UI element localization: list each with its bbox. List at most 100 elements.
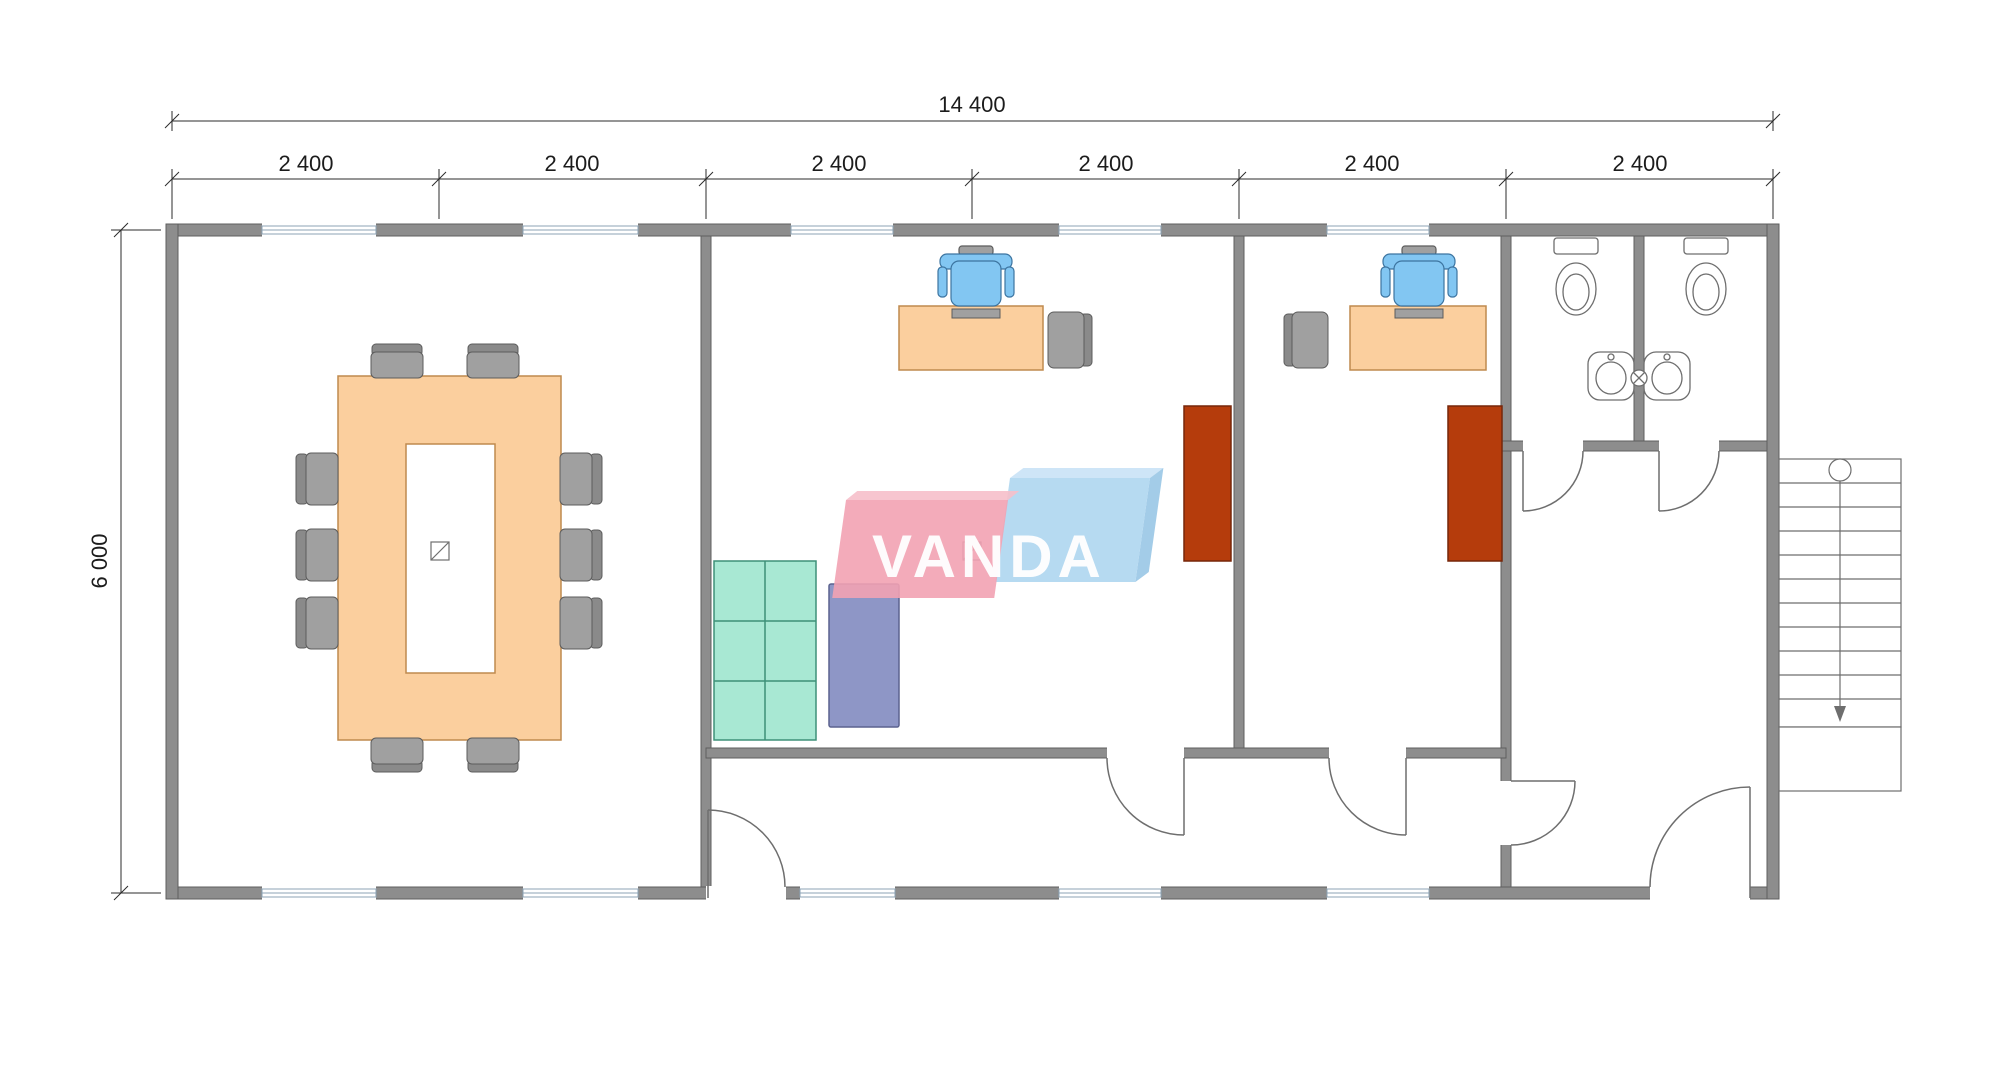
watermark-text: VANDA bbox=[872, 523, 1106, 590]
guest-chair bbox=[1283, 311, 1329, 369]
wall-exterior-top bbox=[165, 223, 1780, 237]
door-office2 bbox=[1328, 757, 1407, 836]
door-entrance bbox=[707, 809, 786, 898]
conference-chair bbox=[466, 343, 520, 379]
toilet bbox=[1553, 237, 1599, 316]
dim-tick bbox=[1765, 171, 1781, 187]
valve-symbol bbox=[1630, 369, 1648, 387]
watermark-pink-block bbox=[832, 491, 1020, 598]
office-chair-seat bbox=[1393, 260, 1445, 307]
watermark-blue-top bbox=[1010, 468, 1164, 478]
office-chair-seat bbox=[950, 260, 1002, 307]
conference-chair bbox=[559, 596, 603, 650]
window bbox=[522, 886, 639, 900]
watermark-blue-side bbox=[1135, 468, 1164, 582]
chairs bbox=[295, 311, 1329, 773]
sink bbox=[1587, 351, 1635, 401]
vanda-watermark: VANDA bbox=[832, 468, 1164, 598]
dim-tick bbox=[1765, 113, 1781, 129]
sanitary-fixtures bbox=[1553, 237, 1729, 401]
stair-start-marker bbox=[1828, 458, 1852, 482]
wall-corridor bbox=[705, 747, 1507, 759]
wood-furniture bbox=[337, 305, 1487, 741]
opening-exit bbox=[1650, 886, 1750, 901]
office-chair bbox=[937, 245, 1015, 307]
dim-tick bbox=[964, 171, 980, 187]
dim-tick bbox=[164, 113, 180, 129]
watermark-pink-top bbox=[846, 491, 1020, 500]
dim-tick bbox=[698, 171, 714, 187]
door-wc2 bbox=[1658, 450, 1720, 512]
cabinets bbox=[1183, 405, 1503, 562]
opening-office2 bbox=[1329, 747, 1406, 759]
dim-tick bbox=[431, 171, 447, 187]
wall-meeting-room bbox=[700, 235, 712, 888]
window bbox=[522, 223, 639, 237]
dim-label-total-width: 14 400 bbox=[938, 92, 1005, 117]
dim-label-segment: 2 400 bbox=[1344, 151, 1399, 176]
dim-label-segment: 2 400 bbox=[278, 151, 333, 176]
wall-exterior-bottom bbox=[165, 886, 1780, 900]
window bbox=[261, 223, 377, 237]
dim-tick bbox=[113, 885, 129, 901]
cabinet-office2 bbox=[1447, 405, 1503, 562]
wall-wc-divider bbox=[1633, 235, 1645, 452]
conference-chair bbox=[295, 452, 339, 506]
conference-chair bbox=[370, 343, 424, 379]
door-wc1 bbox=[1522, 450, 1584, 512]
conference-chair bbox=[295, 596, 339, 650]
door-exit bbox=[1649, 786, 1751, 898]
office-chair-arm bbox=[1004, 266, 1015, 298]
opening-wc1 bbox=[1523, 440, 1583, 452]
office-chair bbox=[1380, 245, 1458, 307]
dim-label-segment: 2 400 bbox=[1612, 151, 1667, 176]
dim-label-segment: 2 400 bbox=[1078, 151, 1133, 176]
dimension-annotations: 14 400 2 400 2 400 2 400 2 400 2 400 2 4… bbox=[87, 92, 1781, 901]
opening-office1 bbox=[1107, 747, 1184, 759]
window bbox=[799, 886, 896, 900]
stair-direction-arrow bbox=[1834, 706, 1846, 722]
window bbox=[1326, 886, 1430, 900]
door-openings bbox=[706, 440, 1750, 901]
conference-chair bbox=[295, 528, 339, 582]
conference-table-inset bbox=[405, 443, 496, 674]
window bbox=[261, 886, 377, 900]
wall-office-divider bbox=[1233, 235, 1245, 759]
monitor bbox=[951, 308, 1001, 319]
desk-monitors bbox=[951, 308, 1444, 319]
level-symbol bbox=[430, 541, 450, 561]
bookshelf bbox=[713, 560, 817, 741]
door-office1 bbox=[1106, 757, 1185, 836]
opening-hall bbox=[1500, 781, 1512, 845]
doors bbox=[707, 450, 1751, 898]
door-hall bbox=[1510, 780, 1576, 846]
wall-exterior-left bbox=[165, 223, 179, 900]
conference-chair bbox=[559, 528, 603, 582]
wall-exterior-right bbox=[1766, 223, 1780, 900]
guest-chair bbox=[1047, 311, 1093, 369]
conference-chair bbox=[559, 452, 603, 506]
opening-entrance bbox=[706, 886, 786, 901]
window bbox=[1058, 886, 1162, 900]
windows bbox=[261, 223, 1430, 900]
sofa bbox=[828, 583, 900, 728]
sink bbox=[1643, 351, 1691, 401]
watermark-blue-face bbox=[995, 478, 1150, 582]
conference-chair bbox=[370, 737, 424, 773]
office-chair-arm bbox=[1380, 266, 1391, 298]
window bbox=[1326, 223, 1430, 237]
dim-tick bbox=[1498, 171, 1514, 187]
conference-chair bbox=[466, 737, 520, 773]
dim-tick bbox=[164, 171, 180, 187]
dim-tick bbox=[1231, 171, 1247, 187]
opening-wc2 bbox=[1659, 440, 1719, 452]
dim-label-segment: 2 400 bbox=[811, 151, 866, 176]
office-chair-arm bbox=[937, 266, 948, 298]
toilet bbox=[1683, 237, 1729, 316]
watermark-blue-block bbox=[995, 468, 1164, 582]
window bbox=[790, 223, 894, 237]
dim-label-segment: 2 400 bbox=[544, 151, 599, 176]
stairs bbox=[1778, 458, 1902, 792]
